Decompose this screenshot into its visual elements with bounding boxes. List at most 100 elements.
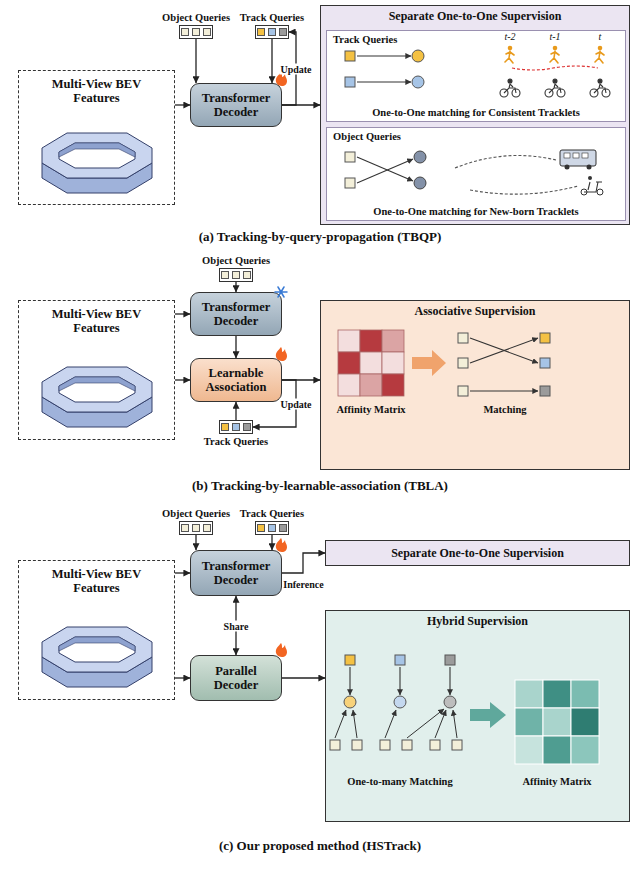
node-text: Object Queries [202,255,270,266]
query-square [279,524,287,532]
panel-caption: (b) Tracking-by-learnable-association (T… [192,478,448,494]
one-to-many-figure [445,655,455,665]
connector-arrow [235,402,236,420]
query-box: Track Queries [255,25,289,39]
one-to-many-figure [394,696,406,708]
one-to-many-figure [452,740,462,750]
affinity-matrix-figure [338,352,360,374]
decoder-box: Transformer Decoder [190,83,282,127]
one-to-many-figure [344,696,356,708]
trainable-icon [276,72,287,86]
frozen-icon [275,287,287,297]
figure-label: Matching [483,404,526,415]
supervision-box: Separate One-to-One Supervision [325,540,630,566]
query-square [243,271,251,279]
query-box: Track Queries [219,420,253,434]
connector-arrow [235,336,236,358]
matching-figure [458,386,468,396]
newborn-tracklet-figure [345,150,603,195]
affinity-matrix-figure [360,352,382,374]
matching-subpanel: Track QueriesOne-to-One matching for Con… [326,30,626,122]
connector-arrow [175,379,190,380]
consistent-tracklet-figure [345,77,355,87]
trainable-icon [276,538,287,552]
connector-arrow [175,677,190,678]
node-text: Track Queries [240,508,304,519]
query-square [221,271,229,279]
newborn-tracklet-figure [582,153,588,158]
one-to-many-figure [449,667,450,695]
affinity-matrix-figure [571,708,599,736]
connector-arrow [271,535,272,550]
flow-arrow [470,702,506,728]
consistent-tracklet-figure [505,46,514,63]
affinity-matrix-figure [360,374,382,396]
newborn-tracklet-figure [573,153,579,158]
one-to-many-figure [435,710,446,738]
query-square [232,423,240,431]
consistent-tracklet-figure [595,46,604,63]
time-label: t-1 [549,31,560,42]
node-text: Multi-View BEV Features [41,77,153,106]
newborn-tracklet-figure [587,165,592,170]
matching-figure [458,358,468,368]
consistent-tracklet-figure [512,66,598,70]
affinity-matrix-figure [382,352,404,374]
newborn-tracklet-figure [345,152,355,162]
node-text: Hybrid Supervision [326,614,629,629]
trainable-icon [276,72,287,657]
consistent-tracklet-figure [590,79,610,97]
edge-label: Inference [282,579,324,590]
one-to-many-figure [330,655,462,750]
bev-illustration [42,627,152,687]
node-text: Separate One-to-One Supervision [391,546,564,561]
query-square [268,28,276,36]
figure-label: Affinity Matrix [336,404,405,415]
one-to-many-figure [385,710,396,738]
consistent-tracklet-figure [500,79,520,97]
matching-figure [540,333,550,343]
node-text: Object Queries [333,131,401,142]
affinity-matrix-figure [515,680,599,764]
trainable-icon [276,643,287,657]
decoder-box: Transformer Decoder [190,550,282,596]
node-text: Track Queries [240,12,304,23]
query-square [257,28,265,36]
one-to-many-figure [395,655,405,665]
consistent-tracklet-figure [545,79,565,97]
newborn-tracklet-figure [470,186,578,194]
one-to-many-figure [380,740,390,750]
consistent-tracklet-figure [550,46,559,63]
consistent-tracklet-figure [412,50,424,62]
matching-figure [470,338,538,363]
query-square [221,423,229,431]
feature-box: Multi-View BEV Features [18,300,175,440]
node-text: Learnable Association [197,366,275,395]
affinity-matrix-figure [515,708,543,736]
supervision-panel: Hybrid Supervision [325,610,630,822]
affinity-matrix-figure [515,736,543,764]
one-to-many-figure [444,696,456,708]
query-square [203,28,211,36]
query-box: Object Queries [179,25,213,39]
trainable-icon [276,347,287,361]
figure-label: One-to-many Matching [347,776,452,787]
query-box: Object Queries [219,268,253,282]
query-square [181,28,189,36]
consistent-tracklet-figure [357,55,411,56]
matching-figure [540,386,550,396]
matching-figure [540,358,550,368]
matching-figure [470,338,538,363]
newborn-tracklet-figure [414,177,426,189]
affinity-matrix-figure [571,736,599,764]
query-square [192,28,200,36]
affinity-matrix-figure [515,680,543,708]
newborn-tracklet-figure [560,150,596,166]
one-to-many-figure [407,709,444,738]
one-to-many-figure [330,740,340,750]
edge-label: Update [279,63,312,74]
figure-label: Affinity Matrix [522,776,591,787]
one-to-many-figure [345,655,355,665]
matching-figure [458,333,468,343]
